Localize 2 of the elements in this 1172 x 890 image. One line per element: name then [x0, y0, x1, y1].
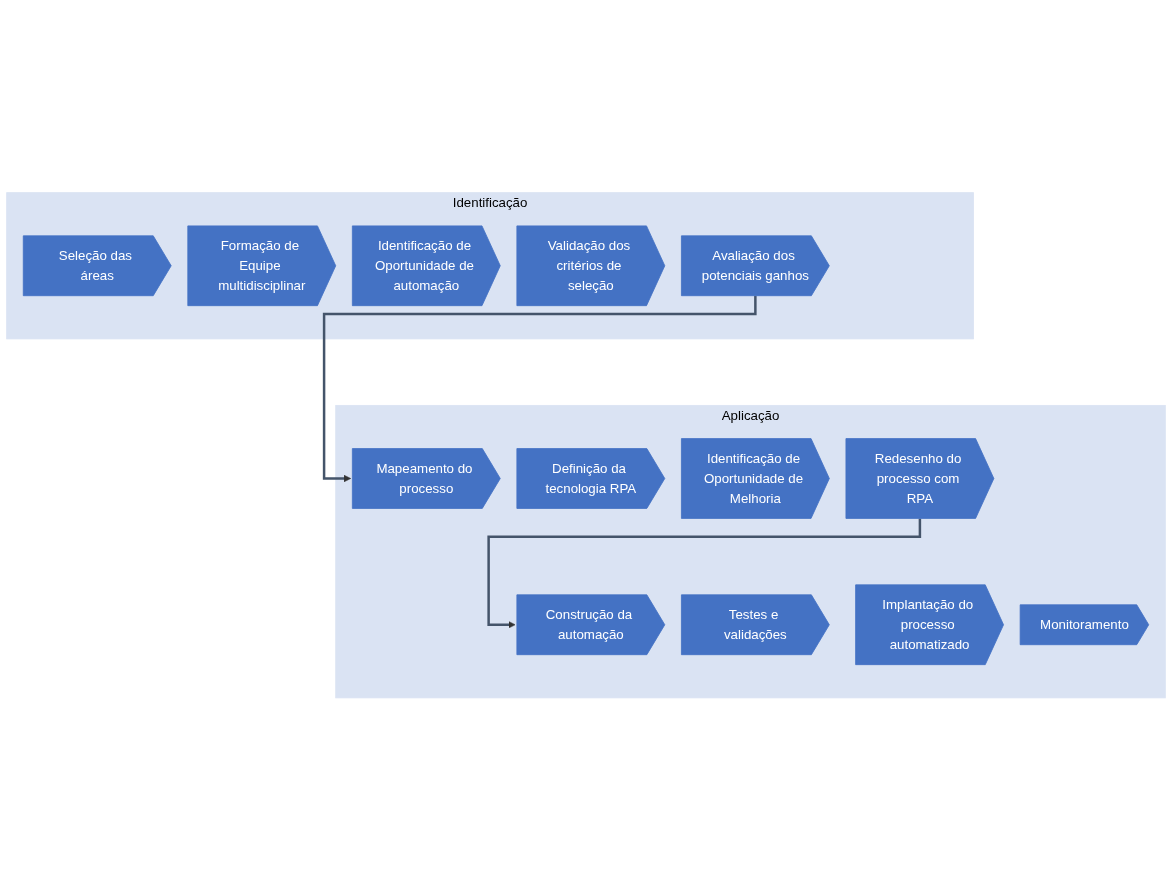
arrow: [322, 295, 757, 482]
arrow: [487, 518, 922, 629]
